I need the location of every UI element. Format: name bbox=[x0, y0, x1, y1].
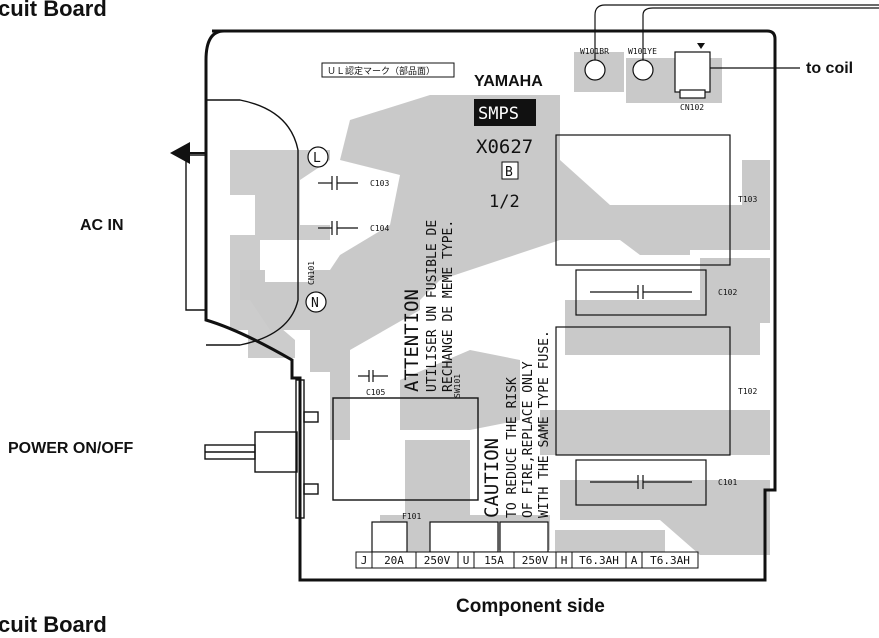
label-cn101: CN101 bbox=[307, 261, 316, 285]
fuse-table-cell: U bbox=[463, 554, 470, 567]
ac-inlet-connector bbox=[185, 99, 299, 346]
capacitor-symbols bbox=[318, 176, 707, 506]
label-c105: C105 bbox=[366, 388, 385, 397]
model-number: X0627 bbox=[476, 136, 533, 158]
rev-box bbox=[501, 161, 519, 180]
sheet-number: 1/2 bbox=[489, 192, 520, 212]
label-c102: C102 bbox=[718, 288, 737, 297]
caution-line-3: WITH THE SAME TYPE FUSE. bbox=[537, 330, 552, 518]
neutral-marker bbox=[305, 291, 327, 313]
fuse-rating-table: J 20A 250V U 15A 250V H T6.3AH A T6.3AH bbox=[355, 551, 699, 569]
caution-line-2: OF FIRE,REPLACE ONLY bbox=[521, 361, 536, 518]
fuse-table-cell: A bbox=[631, 554, 638, 567]
board-outline bbox=[204, 29, 777, 582]
model-badge-text: SMPS bbox=[478, 104, 519, 124]
label-w101br: W101BR bbox=[580, 47, 609, 56]
cn102-connector bbox=[674, 51, 711, 99]
fuse-table-cell: 20A bbox=[384, 554, 404, 567]
label-t102: T102 bbox=[738, 387, 757, 396]
transformer-t103 bbox=[555, 134, 731, 266]
cn102-pin-arrow bbox=[697, 43, 705, 49]
fuse-table-cell: T6.3AH bbox=[650, 554, 690, 567]
ul-mark-box bbox=[321, 62, 455, 78]
ac-inlet-arrow bbox=[170, 142, 190, 164]
fuse-table-cell: 250V bbox=[522, 554, 549, 567]
fuse-table-cell: 15A bbox=[484, 554, 504, 567]
fuse-table-cell: 250V bbox=[424, 554, 451, 567]
neutral-marker-letter: N bbox=[311, 296, 319, 311]
caution-title: CAUTION bbox=[481, 438, 503, 518]
brand-logo: YAMAHA bbox=[474, 73, 543, 90]
power-switch-label: POWER ON/OFF bbox=[8, 440, 134, 457]
attention-line-2: RECHANGE DE MEME TYPE. bbox=[441, 220, 456, 392]
attention-block: ATTENTION UTILISER UN FUSIBLE DE RECHANG… bbox=[401, 220, 456, 392]
caution-block: CAUTION TO REDUCE THE RISK OF FIRE,REPLA… bbox=[481, 330, 552, 518]
label-t103: T103 bbox=[738, 195, 757, 204]
ul-mark-text: ＵＬ認定マーク（部品面） bbox=[327, 65, 435, 77]
caption-component-side: Component side bbox=[456, 596, 605, 617]
attention-line-1: UTILISER UN FUSIBLE DE bbox=[425, 220, 440, 392]
live-marker bbox=[307, 146, 329, 168]
caution-line-1: TO REDUCE THE RISK bbox=[505, 377, 520, 518]
ac-in-label: AC IN bbox=[80, 217, 124, 234]
attention-title: ATTENTION bbox=[401, 289, 423, 392]
power-switch bbox=[204, 379, 479, 519]
to-coil-label: to coil bbox=[806, 60, 854, 77]
transformer-t102 bbox=[555, 326, 731, 456]
top-title: cuit Board bbox=[0, 0, 107, 21]
label-w101ye: W101YE bbox=[628, 47, 657, 56]
label-sw101: SW101 bbox=[453, 374, 462, 398]
smps-badge bbox=[474, 99, 536, 126]
fuse-table-cell: T6.3AH bbox=[579, 554, 619, 567]
coil-wires bbox=[584, 4, 879, 81]
label-c101: C101 bbox=[718, 478, 737, 487]
label-f101: F101 bbox=[402, 512, 421, 521]
fuse-table-cell: J bbox=[361, 554, 368, 567]
label-cn102: CN102 bbox=[680, 103, 704, 112]
label-c103: C103 bbox=[370, 179, 389, 188]
revision: B bbox=[505, 165, 513, 180]
fuse-holders bbox=[371, 521, 549, 553]
fuse-table-cell: H bbox=[561, 554, 568, 567]
live-marker-letter: L bbox=[313, 151, 321, 166]
label-c104: C104 bbox=[370, 224, 389, 233]
